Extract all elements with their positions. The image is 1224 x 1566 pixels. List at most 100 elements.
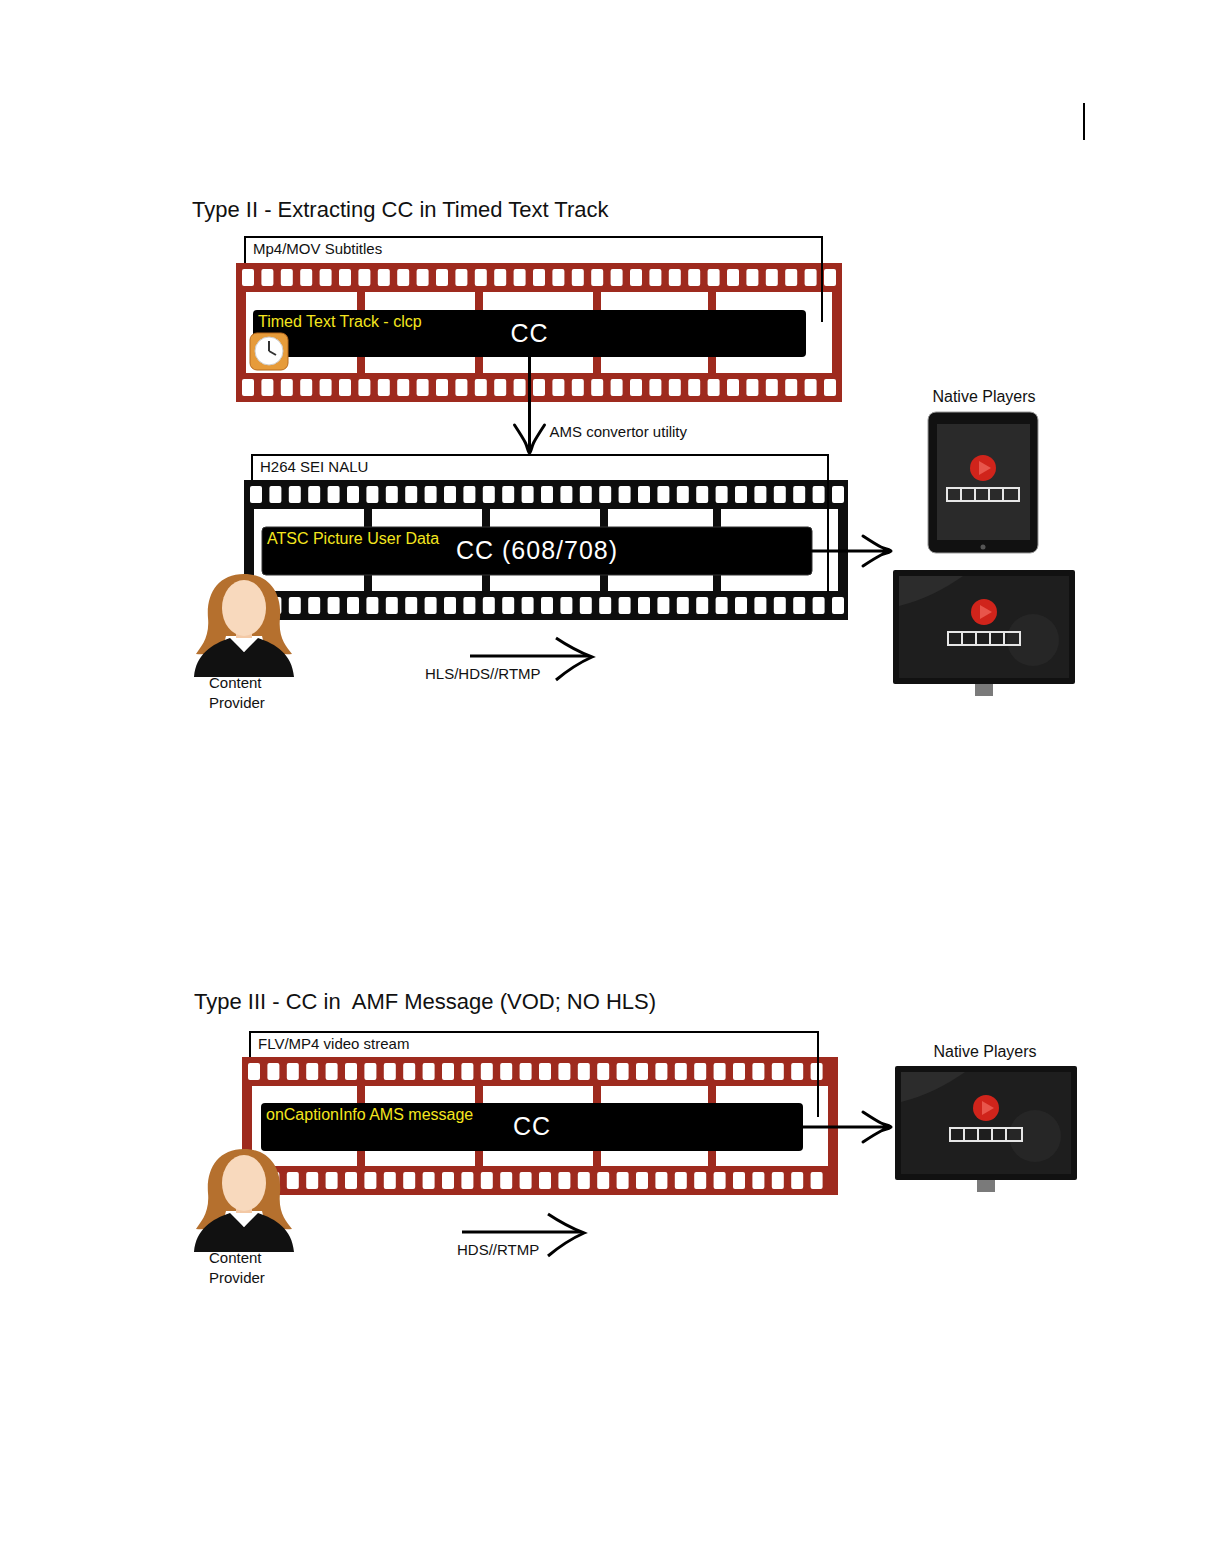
caption-track: ATSC Picture User DataCC (608/708) <box>262 527 812 575</box>
sprocket-hole <box>308 597 320 614</box>
sprocket-hole <box>345 1063 357 1080</box>
sprocket-hole <box>560 597 572 614</box>
sprocket-hole <box>403 1063 415 1080</box>
caption-bar <box>262 527 812 575</box>
film-band <box>236 263 842 292</box>
sprocket-hole <box>320 269 332 286</box>
section-title: Type II - Extracting CC in Timed Text Tr… <box>192 197 609 223</box>
sprocket-hole <box>289 486 301 503</box>
actor-figure: Content Provider <box>190 1145 300 1290</box>
container-bracket <box>245 237 822 322</box>
actor-label: Content Provider <box>209 673 289 713</box>
sprocket-hole <box>514 379 526 396</box>
player-group: Native Players <box>893 385 1075 695</box>
sprocket-hole <box>444 597 456 614</box>
sprocket-hole <box>578 1172 590 1189</box>
sprocket-hole <box>811 1172 823 1189</box>
sprocket-hole <box>591 379 603 396</box>
sprocket-hole <box>417 269 429 286</box>
sprocket-hole <box>520 1063 532 1080</box>
film-band <box>242 1057 838 1086</box>
caption-track: Timed Text Track - clcpCC <box>253 310 806 357</box>
sprocket-hole <box>345 1172 357 1189</box>
sprocket-hole <box>339 379 351 396</box>
track-name: Timed Text Track - clcp <box>258 312 422 332</box>
sprocket-hole <box>694 1172 706 1189</box>
sprocket-hole <box>619 486 631 503</box>
sprocket-hole <box>597 1172 609 1189</box>
sprocket-hole <box>500 1172 512 1189</box>
sprocket-hole <box>483 486 495 503</box>
container-label: FLV/MP4 video stream <box>258 1035 409 1053</box>
sprocket-hole <box>384 1172 396 1189</box>
sprocket-hole <box>619 597 631 614</box>
sprocket-hole <box>444 486 456 503</box>
sprocket-hole <box>417 379 429 396</box>
container-label: H264 SEI NALU <box>260 458 368 476</box>
sprocket-hole <box>308 486 320 503</box>
sprocket-hole <box>461 1172 473 1189</box>
sprocket-hole <box>300 269 312 286</box>
sprocket-hole <box>727 379 739 396</box>
sprocket-hole <box>494 269 506 286</box>
sprocket-hole <box>339 269 351 286</box>
sprocket-hole <box>287 1063 299 1080</box>
group-label: Native Players <box>933 1042 1036 1062</box>
container-box: H264 SEI NALU ATSC Picture User DataCC (6… <box>252 455 848 620</box>
sprocket-hole <box>714 1172 726 1189</box>
sprocket-hole <box>425 597 437 614</box>
tv-icon <box>893 570 1075 696</box>
sprocket-hole <box>269 486 281 503</box>
sprocket-hole <box>306 1063 318 1080</box>
sprocket-hole <box>358 269 370 286</box>
sprocket-hole <box>785 379 797 396</box>
film-band <box>242 1166 838 1195</box>
sprocket-hole <box>541 597 553 614</box>
sprocket-hole <box>366 486 378 503</box>
clock-icon <box>250 333 288 370</box>
sprocket-hole <box>669 379 681 396</box>
sprocket-hole <box>675 1063 687 1080</box>
sprocket-hole <box>791 1063 803 1080</box>
track-name: onCaptionInfo AMS message <box>266 1105 473 1125</box>
sprocket-hole <box>752 1172 764 1189</box>
container-bracket <box>250 1032 818 1117</box>
sprocket-hole <box>483 597 495 614</box>
page-marker <box>1083 103 1085 140</box>
sprocket-hole <box>378 379 390 396</box>
sprocket-hole <box>397 379 409 396</box>
sprocket-hole <box>397 269 409 286</box>
sprocket-hole <box>242 379 254 396</box>
sprocket-hole <box>824 379 836 396</box>
sprocket-hole <box>358 379 370 396</box>
sprocket-hole <box>636 1063 648 1080</box>
sprocket-hole <box>250 486 262 503</box>
person-icon <box>194 1149 294 1252</box>
sprocket-hole <box>766 269 778 286</box>
sprocket-hole <box>378 269 390 286</box>
sprocket-hole <box>578 1063 590 1080</box>
sprocket-hole <box>502 486 514 503</box>
player-icon <box>950 1095 1022 1141</box>
sprocket-hole <box>638 597 650 614</box>
sprocket-hole <box>611 269 623 286</box>
sprocket-hole <box>793 486 805 503</box>
sprocket-hole <box>242 269 254 286</box>
sprocket-hole <box>364 1172 376 1189</box>
sprocket-hole <box>494 379 506 396</box>
sprocket-hole <box>649 269 661 286</box>
sprocket-hole <box>599 486 611 503</box>
sprocket-hole <box>694 1063 706 1080</box>
sprocket-hole <box>533 269 545 286</box>
sprocket-hole <box>405 486 417 503</box>
sprocket-hole <box>306 1172 318 1189</box>
sprocket-hole <box>436 379 448 396</box>
sprocket-hole <box>752 1063 764 1080</box>
caption-bar <box>253 310 806 357</box>
sprocket-hole <box>366 597 378 614</box>
sprocket-hole <box>599 597 611 614</box>
sprocket-hole <box>791 1172 803 1189</box>
sprocket-hole <box>423 1172 435 1189</box>
sprocket-hole <box>708 379 720 396</box>
